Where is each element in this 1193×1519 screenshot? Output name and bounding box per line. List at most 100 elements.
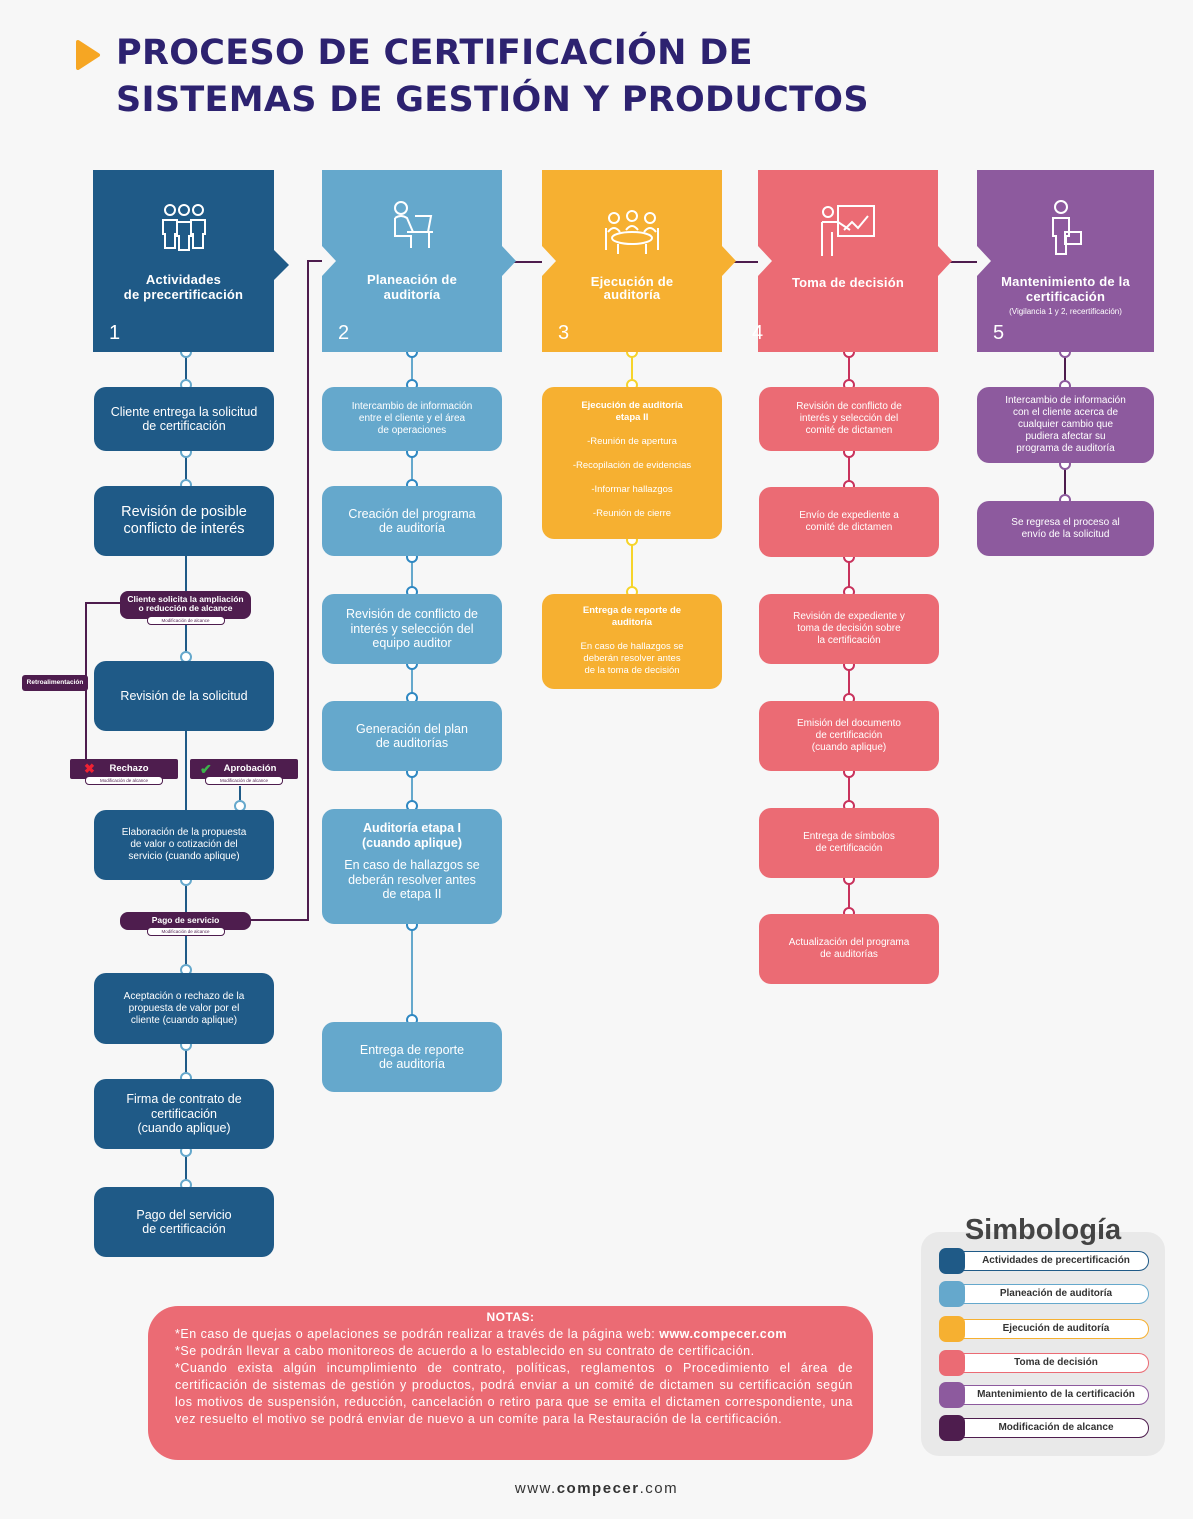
step-text: Firma de contrato de certificación (cuan… xyxy=(126,1092,242,1136)
legend-label: Ejecución de auditoría xyxy=(953,1319,1149,1339)
legend-swatch xyxy=(939,1350,965,1376)
step-box: Intercambio de información entre el clie… xyxy=(322,387,502,451)
stage-title: Toma de decisión xyxy=(791,275,905,290)
step-text: Entrega de símbolos de certificación xyxy=(803,831,895,854)
tag-subtext: Modificación de alcance xyxy=(146,616,225,625)
step-box: Revisión de posible conflicto de interés xyxy=(94,486,274,556)
step-box: Elaboración de la propuesta de valor o c… xyxy=(94,810,274,880)
stage-header-2: Planeación de auditoría 2 xyxy=(322,170,516,352)
step-text: Emisión del documento de certificación (… xyxy=(797,718,901,753)
legend-title: Simbología xyxy=(964,1214,1122,1246)
step-box: Firma de contrato de certificación (cuan… xyxy=(94,1079,274,1149)
step-box: Revisión de conflicto de interés y selec… xyxy=(759,387,939,451)
stage-title: Mantenimiento de la certificación xyxy=(1001,274,1130,304)
step-heading: Entrega de reporte de auditoría xyxy=(582,605,682,628)
page-title: PROCESO DE CERTIFICACIÓN DE SISTEMAS DE … xyxy=(116,30,1016,124)
stage-header-3: Ejecución de auditoría 3 xyxy=(542,170,736,352)
tag-text: Cliente solicita la ampliación o reducci… xyxy=(127,594,244,613)
note-1: *En caso de quejas o apelaciones se podr… xyxy=(175,1326,853,1343)
stage-number: 2 xyxy=(338,322,350,344)
step-text: Creación del programa de auditoría xyxy=(348,506,476,536)
note-text: *En caso de quejas o apelaciones se podr… xyxy=(175,1327,660,1341)
step-box: Actualización del programa de auditorías xyxy=(759,914,939,984)
step-text: Revisión de posible conflicto de interés xyxy=(121,504,247,537)
step-box: Entrega de símbolos de certificación xyxy=(759,808,939,878)
tag-text: Pago de servicio xyxy=(151,915,220,925)
footer-brand: compecer xyxy=(556,1480,640,1497)
legend-item: Ejecución de auditoría xyxy=(939,1316,1149,1342)
step-box: Cliente entrega la solicitud de certific… xyxy=(94,387,274,451)
legend-item: Toma de decisión xyxy=(939,1350,1149,1376)
step-text: Se regresa el proceso al envío de la sol… xyxy=(1011,516,1120,540)
note-2: *Se podrán llevar a cabo monitoreos de a… xyxy=(175,1344,755,1358)
stage-header-4: Toma de decisión 4 xyxy=(752,170,952,352)
presentation-board-icon xyxy=(821,205,875,256)
step-text: Intercambio de información entre el clie… xyxy=(351,401,473,436)
footer-suffix: .com xyxy=(639,1480,679,1497)
meeting-table-icon xyxy=(605,210,659,254)
step-text: Revisión de conflicto de interés y selec… xyxy=(796,401,902,436)
legend-label: Toma de decisión xyxy=(953,1353,1149,1373)
legend-item: Modificación de alcance xyxy=(939,1415,1149,1441)
step-item: -Informar hallazgos xyxy=(591,484,673,495)
notes-panel: NOTAS: *En caso de quejas o apelaciones … xyxy=(148,1306,873,1460)
check-mark-icon: ✔ xyxy=(200,761,212,777)
step-box: Ejecución de auditoría etapa II -Reunión… xyxy=(542,387,722,539)
step-item: -Recopilación de evidencias xyxy=(572,460,692,471)
legend-label: Planeación de auditoría xyxy=(953,1284,1149,1304)
legend-item: Planeación de auditoría xyxy=(939,1281,1149,1307)
stage-title: Ejecución de auditoría xyxy=(590,274,674,302)
step-box: Intercambio de información con el client… xyxy=(977,387,1154,463)
legend-item: Mantenimiento de la certificación xyxy=(939,1382,1149,1408)
step-text: Cliente entrega la solicitud de certific… xyxy=(110,404,258,434)
footer-url[interactable]: www.compecer.com xyxy=(0,1480,1193,1497)
step-text: Actualización del programa de auditorías xyxy=(788,937,910,960)
stage-number: 1 xyxy=(109,322,121,344)
tag-subtext: Modificación de alcance xyxy=(146,927,225,936)
tag-subtext: Modificación de alcance xyxy=(205,776,283,785)
stage-number: 3 xyxy=(558,322,570,344)
tag-text: Rechazo xyxy=(109,763,149,774)
stage-number: 5 xyxy=(993,322,1005,344)
step-box: Revisión de expediente y toma de decisió… xyxy=(759,594,939,664)
stage-title: Actividades de precertificación xyxy=(123,272,244,302)
step-box: Creación del programa de auditoría xyxy=(322,486,502,556)
step-text: Revisión de conflicto de interés y selec… xyxy=(345,607,479,651)
step-box: Aceptación o rechazo de la propuesta de … xyxy=(94,973,274,1044)
tag-subtext: Modificación de alcance xyxy=(85,776,163,785)
step-text: Aceptación o rechazo de la propuesta de … xyxy=(123,990,245,1026)
approval-tag: ✔ Aprobación Modificación de alcance xyxy=(190,759,298,785)
legend-swatch xyxy=(939,1248,965,1274)
note-3: *Cuando exista algún incumplimiento de c… xyxy=(175,1361,853,1426)
step-item: -Reunión de cierre xyxy=(592,508,672,519)
website-link[interactable]: www.compecer.com xyxy=(659,1327,787,1341)
footer-prefix: www. xyxy=(514,1480,557,1497)
notes-body: *En caso de quejas o apelaciones se podr… xyxy=(175,1326,853,1428)
legend-label: Mantenimiento de la certificación xyxy=(953,1385,1149,1405)
step-box: Entrega de reporte de auditoría xyxy=(322,1022,502,1092)
step-box: Auditoría etapa I (cuando aplique) En ca… xyxy=(322,809,502,924)
step-box: Emisión del documento de certificación (… xyxy=(759,701,939,771)
legend-swatch xyxy=(939,1316,965,1342)
step-box: Revisión de conflicto de interés y selec… xyxy=(322,594,502,664)
step-text: Revisión de expediente y toma de decisió… xyxy=(793,611,905,646)
title-arrow-icon xyxy=(76,40,100,70)
stage-header-1: Actividades de precertificación 1 xyxy=(93,170,289,352)
step-text: Intercambio de información con el client… xyxy=(1005,395,1126,454)
stage-header-5: Mantenimiento de la certificación (Vigil… xyxy=(977,170,1154,352)
step-text: En caso de hallazgos se deberán resolver… xyxy=(344,858,480,901)
payment-tag: Pago de servicio Modificación de alcance xyxy=(120,912,251,936)
step-text: Revisión de la solicitud xyxy=(120,688,248,703)
legend-swatch xyxy=(939,1281,965,1307)
person-at-desk-icon xyxy=(394,201,433,248)
legend-swatch xyxy=(939,1415,965,1441)
step-text: Elaboración de la propuesta de valor o c… xyxy=(121,827,247,862)
stage-title: Planeación de auditoría xyxy=(366,272,458,302)
step-text: Generación del plan de auditorías xyxy=(356,721,468,751)
step-box: Pago del servicio de certificación xyxy=(94,1187,274,1257)
legend-swatch xyxy=(939,1382,965,1408)
stage-subtitle: (Vigilancia 1 y 2, recertificación) xyxy=(1009,307,1122,316)
group-people-icon xyxy=(161,204,206,251)
rejection-tag: ✖ Rechazo Modificación de alcance xyxy=(70,759,178,785)
step-heading: Auditoría etapa I (cuando aplique) xyxy=(362,821,462,850)
